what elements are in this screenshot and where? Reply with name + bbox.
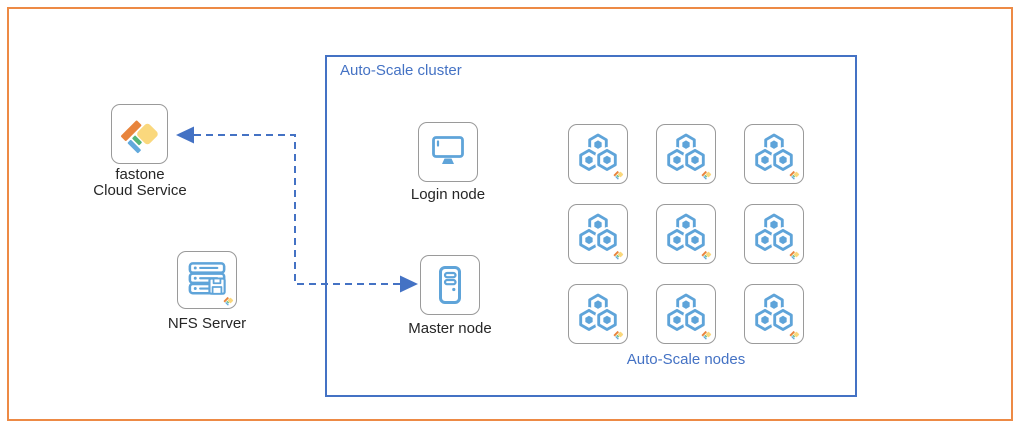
fastone-label-line1: fastone (115, 166, 165, 183)
monitor-icon (424, 128, 472, 176)
auto-scale-node (656, 204, 716, 264)
fastone-mini-logo-icon (613, 249, 624, 260)
login-node-label: Login node (410, 186, 486, 203)
fastone-mini-logo-icon (789, 329, 800, 340)
fastone-mini-logo-icon (789, 249, 800, 260)
auto-scale-node (656, 124, 716, 184)
nfs-server-label: NFS Server (167, 315, 247, 332)
auto-scale-node (656, 284, 716, 344)
fastone-mini-logo-icon (223, 295, 234, 306)
auto-scale-node (568, 204, 628, 264)
master-node (420, 255, 480, 315)
fastone-mini-logo-icon (613, 169, 624, 180)
fastone-mini-logo-icon (613, 329, 624, 340)
tower-server-icon (426, 261, 474, 309)
auto-scale-node (744, 124, 804, 184)
fastone-mini-logo-icon (701, 249, 712, 260)
auto-scale-nodes-label: Auto-Scale nodes (626, 351, 746, 368)
fastone-label-line2: Cloud Service (93, 182, 187, 199)
login-node (418, 122, 478, 182)
auto-scale-node (568, 284, 628, 344)
fastone-cloud-service-node (111, 104, 168, 164)
auto-scale-node (568, 124, 628, 184)
fastone-logo-icon (119, 113, 161, 155)
auto-scale-node (744, 204, 804, 264)
auto-scale-node (744, 284, 804, 344)
fastone-mini-logo-icon (701, 169, 712, 180)
fastone-label: fastone Cloud Service (78, 167, 202, 199)
auto-scale-cluster-title: Auto-Scale cluster (340, 62, 462, 79)
master-node-label: Master node (408, 320, 492, 337)
nfs-server-node (177, 251, 237, 309)
fastone-mini-logo-icon (789, 169, 800, 180)
fastone-mini-logo-icon (701, 329, 712, 340)
auto-scale-node-grid (568, 124, 804, 344)
outer-frame (7, 7, 1013, 421)
